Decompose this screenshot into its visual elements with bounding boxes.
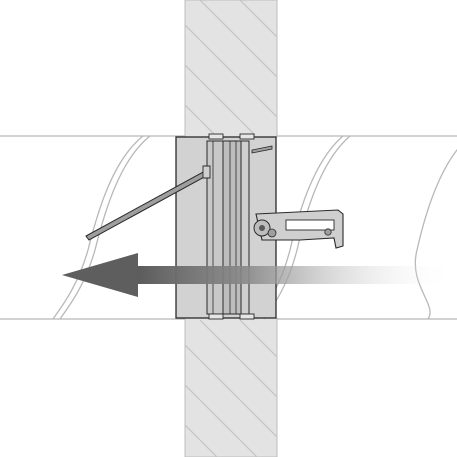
airflow-arrow — [62, 253, 455, 297]
damper-blade — [85, 165, 211, 241]
wall-top — [184, 0, 278, 138]
actuator-handle — [253, 209, 344, 249]
wall-bottom — [184, 317, 278, 457]
